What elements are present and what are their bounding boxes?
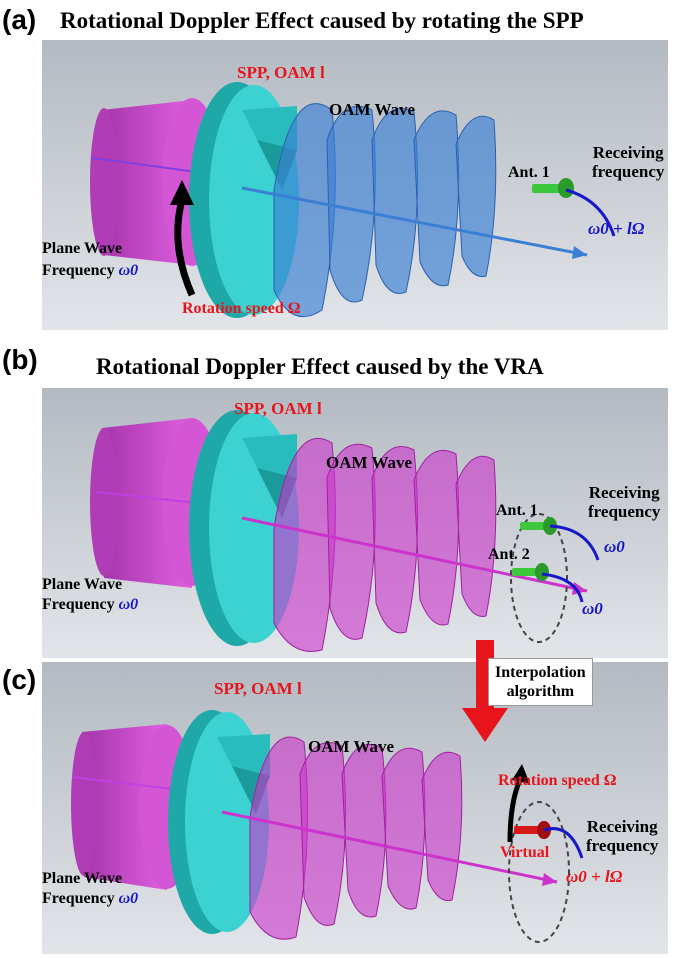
interpolation-line2: algorithm [506,683,575,701]
frequency-text-b: Frequency [42,596,115,613]
antenna-1-a [532,178,616,237]
receiving-line1-b: Receiving [588,483,660,502]
panel-c-tag: (c) [2,664,37,695]
freq-symbol-c: ω0 [118,890,139,907]
plane-wave-label-b: Plane Wave [42,576,123,593]
rotation-speed-label-c: Rotation speed Ω [498,772,617,789]
oam-wave-label-b: OAM Wave [326,453,413,472]
panel-b-scene: SPP, OAM l OAM Wave Plane Wave Frequency… [42,388,668,658]
frequency-text-c: Frequency [42,890,115,907]
oam-wave-spiral-a [273,103,497,318]
spp-plate-c [168,710,270,934]
frequency-label-c: Frequency ω0 [42,890,138,908]
freq-symbol-b: ω0 [118,596,139,613]
panel-b-title: Rotational Doppler Effect caused by the … [96,354,544,379]
receiving-line2-c: frequency [586,835,659,855]
axis-line-c [71,776,173,790]
receiving-label-a: Receiving frequency [592,143,665,181]
virtual-label-c: Virtual [500,844,550,861]
propagation-axis-b [241,516,588,593]
panel-b-tag: (b) [2,344,38,375]
spp-label-b: SPP, OAM l [234,399,322,418]
spp-plate-b [189,410,299,646]
frequency-label-a: Frequency ω0 [42,262,138,280]
spp-label-a: SPP, OAM l [237,63,325,82]
ant1-label-a: Ant. 1 [508,164,550,181]
ant1-label-b: Ant. 1 [496,502,538,519]
dashed-ring-b [510,513,568,643]
axis-line-b [96,491,198,504]
ant2-label-b: Ant. 2 [488,546,530,563]
virtual-antenna-c [514,821,584,859]
panel-a-title: Rotational Doppler Effect caused by rota… [60,8,584,33]
rotation-arrow-c [507,764,530,843]
panel-a-scene: SPP, OAM l OAM Wave Plane Wave Frequency… [42,40,668,330]
plane-wave-label-a: Plane Wave [42,240,123,257]
recv-freq2-b: ω0 [582,599,603,618]
oam-wave-label-c: OAM Wave [308,737,395,756]
panel-a-diagram [42,40,668,330]
propagation-axis-c [221,810,558,884]
receiving-line2-a: frequency [592,161,665,181]
receiving-label-c: Receiving frequency [586,817,659,855]
receiving-line1-a: Receiving [592,143,664,162]
freq-symbol-a: ω0 [118,262,139,279]
interpolation-box: Interpolation algorithm [488,658,593,707]
antenna-2-b [512,563,584,603]
dashed-ring-c [508,801,570,943]
axis-line-a [91,157,198,173]
spp-label-c: SPP, OAM l [214,679,302,698]
oam-wave-spiral-c [249,736,463,940]
receiving-line2-b: frequency [588,501,661,521]
propagation-axis-a [241,186,588,257]
panel-c-diagram [42,662,668,954]
frequency-label-b: Frequency ω0 [42,596,138,614]
panel-b-diagram [42,388,668,658]
frequency-text-a: Frequency [42,262,115,279]
panel-a-tag: (a) [2,4,37,35]
rotation-speed-label-a: Rotation speed Ω [182,300,301,317]
oam-wave-label-a: OAM Wave [329,100,416,119]
recv-freq1-b: ω0 [604,537,625,556]
antenna-1-b [520,517,600,561]
receiving-line1-c: Receiving [586,817,658,836]
oam-wave-spiral-b [273,437,497,652]
recv-freq-a: ω0 + lΩ [588,219,645,238]
plane-wave-label-c: Plane Wave [42,870,123,887]
panel-c-scene: SPP, OAM l OAM Wave Plane Wave Frequency… [42,662,668,954]
receiving-label-b: Receiving frequency [588,483,661,521]
rotation-arrow-a [170,180,196,297]
interpolation-line1: Interpolation [495,664,586,681]
recv-freq-c: ω0 + lΩ [566,867,623,886]
